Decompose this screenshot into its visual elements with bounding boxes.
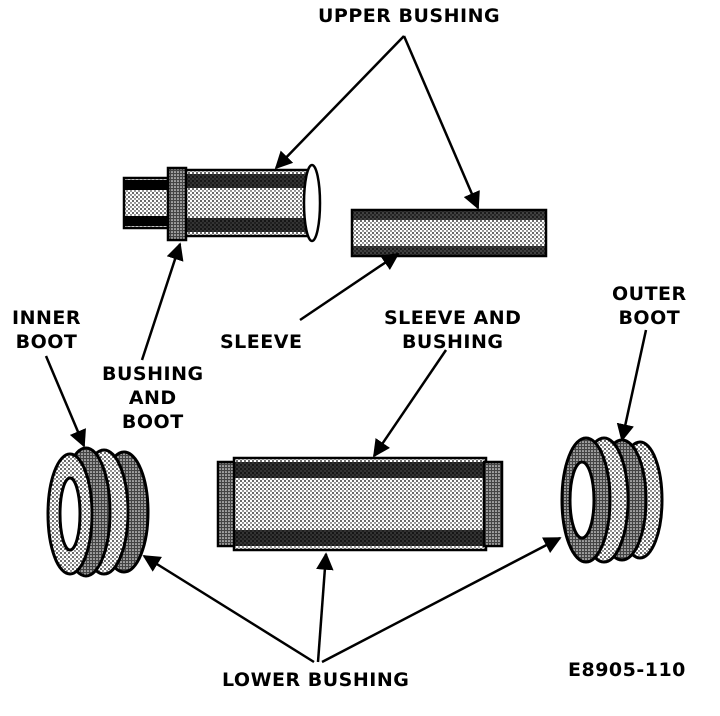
label-bushing-and-boot-line2: AND — [128, 387, 177, 409]
label-sleeve: SLEEVE — [220, 331, 303, 353]
label-inner-boot-line1: INNER — [12, 307, 81, 329]
label-sleeve-and-bushing: SLEEVE AND BUSHING — [384, 306, 521, 354]
arrow-lower-to-outer-boot — [321, 536, 562, 664]
figure-code: E8905-110 — [568, 659, 686, 681]
label-inner-boot-line2: BOOT — [15, 331, 78, 353]
arrow-lower-to-inner-boot — [142, 554, 315, 664]
label-outer-boot-line2: BOOT — [618, 307, 681, 329]
label-upper-bushing: UPPER BUSHING — [318, 5, 501, 27]
leader-arrows — [44, 35, 648, 664]
label-outer-boot-line1: OUTER — [612, 283, 687, 305]
label-outer-boot: OUTER BOOT — [612, 282, 687, 330]
label-sleeve-and-bushing-line2: BUSHING — [401, 331, 504, 353]
lower-sleeve-and-bushing — [216, 456, 504, 552]
arrow-sleeve — [299, 252, 400, 322]
inner-boot — [46, 446, 150, 578]
upper-sleeve — [350, 208, 548, 258]
label-lower-bushing: LOWER BUSHING — [222, 669, 410, 691]
outer-boot — [560, 436, 664, 564]
arrow-lower-to-sleeve — [316, 552, 334, 663]
arrow-bushing-and-boot — [140, 242, 184, 361]
label-bushing-and-boot-line3: BOOT — [121, 411, 184, 433]
label-bushing-and-boot: BUSHING AND BOOT — [102, 362, 204, 434]
upper-bushing-with-boot — [122, 163, 322, 243]
arrow-outer-boot — [616, 329, 648, 442]
arrow-sleeve-and-bushing — [372, 349, 448, 458]
arrow-upper-to-bushing — [274, 35, 405, 170]
arrow-inner-boot — [44, 355, 86, 448]
label-sleeve-and-bushing-line1: SLEEVE AND — [384, 307, 522, 329]
arrow-upper-to-sleeve — [402, 35, 480, 210]
label-bushing-and-boot-line1: BUSHING — [102, 363, 204, 385]
label-inner-boot: INNER BOOT — [12, 306, 81, 354]
